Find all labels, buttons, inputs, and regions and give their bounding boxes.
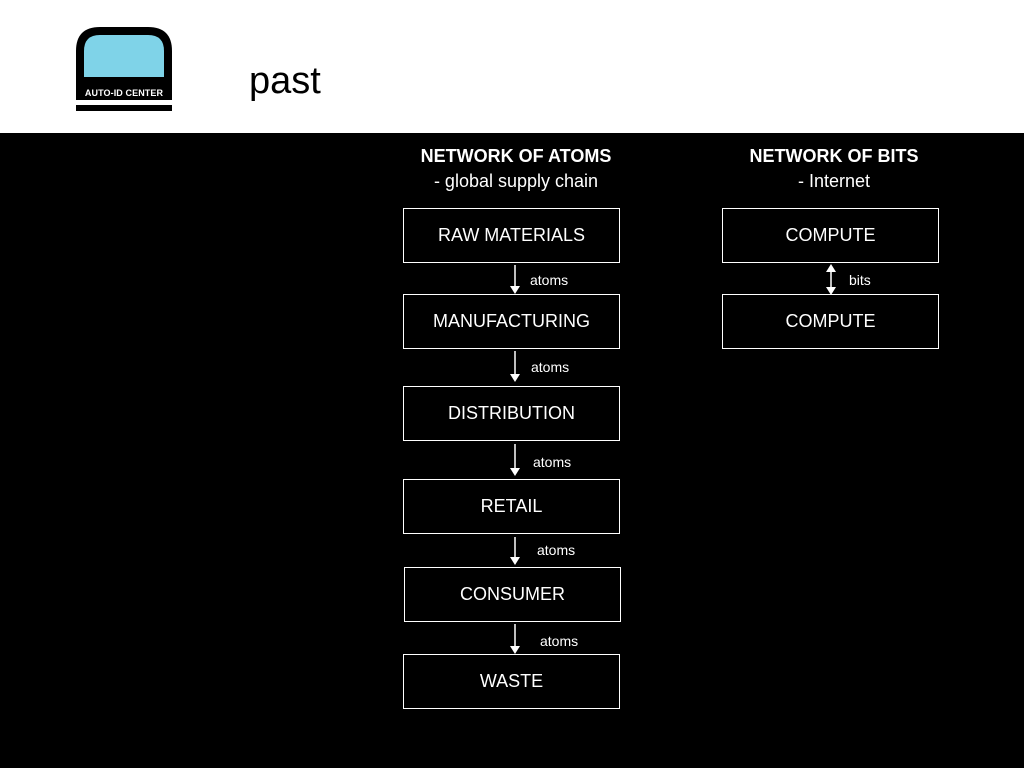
bits-column-heading: NETWORK OF BITS - Internet (714, 144, 954, 194)
atoms-subheading: - global supply chain (433, 171, 599, 191)
bits-heading: NETWORK OF BITS (749, 146, 919, 166)
stage-consumer: CONSUMER (404, 567, 621, 622)
flow-label-bits: bits (849, 272, 871, 288)
logo-window (84, 35, 164, 77)
auto-id-center-logo: AUTO-ID CENTER (76, 27, 172, 111)
flow-label-atoms: atoms (530, 272, 569, 288)
stage-retail: RETAIL (403, 479, 620, 534)
atoms-column-heading: NETWORK OF ATOMS - global supply chain (396, 144, 636, 194)
flow-arrow-down-icon (510, 537, 520, 565)
flow-label-atoms: atoms (531, 359, 570, 375)
node-compute-top: COMPUTE (722, 208, 939, 263)
flow-label-atoms: atoms (540, 633, 579, 649)
flow-arrow-down-icon (510, 444, 520, 476)
logo-graphic (76, 27, 172, 111)
flow-arrow-down-icon (510, 624, 520, 654)
flow-arrow-down-icon (510, 351, 520, 382)
bidirectional-arrow-icon (826, 264, 836, 295)
flow-arrow-down-icon (510, 265, 520, 294)
atoms-heading: NETWORK OF ATOMS (420, 146, 612, 166)
slide-header: AUTO-ID CENTER past (0, 0, 1024, 133)
flow-label-atoms: atoms (533, 454, 572, 470)
slide-title: past (249, 60, 321, 102)
stage-distribution: DISTRIBUTION (403, 386, 620, 441)
stage-waste: WASTE (403, 654, 620, 709)
node-compute-bottom: COMPUTE (722, 294, 939, 349)
logo-text: AUTO-ID CENTER (84, 88, 164, 98)
stage-raw-materials: RAW MATERIALS (403, 208, 620, 263)
bits-subheading: - Internet (797, 171, 871, 191)
flow-label-atoms: atoms (537, 542, 576, 558)
stage-manufacturing: MANUFACTURING (403, 294, 620, 349)
